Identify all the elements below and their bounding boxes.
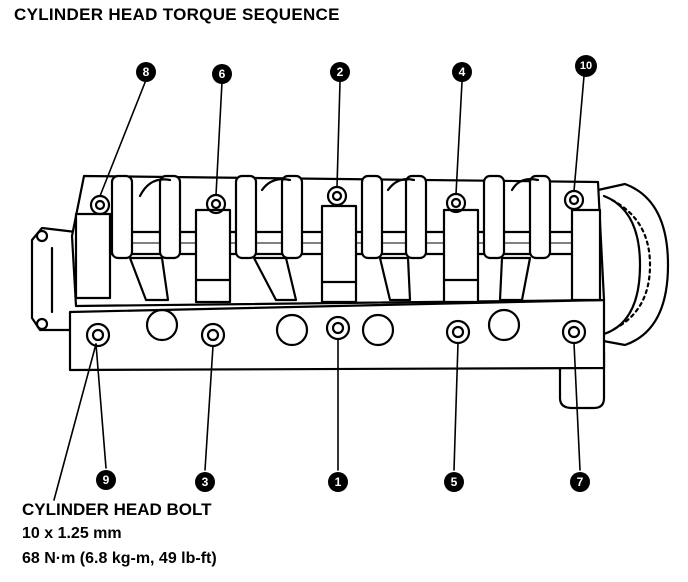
bolt-head-9: [85, 322, 111, 348]
sequence-badge-3: 3: [195, 472, 215, 492]
bolt-spec-torque: 68 N·m (6.8 kg-m, 49 lb-ft): [22, 550, 217, 567]
leader-lines: [53, 75, 585, 501]
bearing-caps: [74, 204, 602, 304]
sequence-badge-6: 6: [212, 64, 232, 84]
bolt-spec-size: 10 x 1.25 mm: [22, 525, 122, 542]
sequence-badges: 8 6 2 4 10 9 3 1 5 7: [96, 55, 597, 492]
cam-pulley-housing: [596, 182, 670, 347]
svg-text:8: 8: [143, 65, 150, 79]
page-title: CYLINDER HEAD TORQUE SEQUENCE: [14, 5, 340, 24]
svg-text:7: 7: [577, 475, 584, 489]
svg-text:5: 5: [451, 475, 458, 489]
sequence-badge-8: 8: [136, 62, 156, 82]
svg-text:6: 6: [219, 67, 226, 81]
svg-text:9: 9: [103, 473, 110, 487]
sequence-badge-5: 5: [444, 472, 464, 492]
sequence-badge-4: 4: [452, 62, 472, 82]
sequence-badge-7: 7: [570, 472, 590, 492]
bolt-spec-name: CYLINDER HEAD BOLT: [22, 500, 212, 519]
sequence-badge-9: 9: [96, 470, 116, 490]
head-body-lower: [68, 298, 606, 372]
sequence-badge-2: 2: [330, 62, 350, 82]
svg-text:3: 3: [202, 475, 209, 489]
svg-text:1: 1: [335, 475, 342, 489]
end-cap: [30, 226, 78, 332]
sequence-badge-1: 1: [328, 472, 348, 492]
valve-springs: [145, 308, 521, 347]
svg-text:10: 10: [580, 60, 592, 72]
svg-text:2: 2: [337, 65, 344, 79]
rocker-arms: [110, 174, 552, 302]
cam-lobes: [138, 178, 540, 198]
sequence-badge-10: 10: [575, 55, 597, 77]
svg-text:4: 4: [459, 65, 466, 79]
